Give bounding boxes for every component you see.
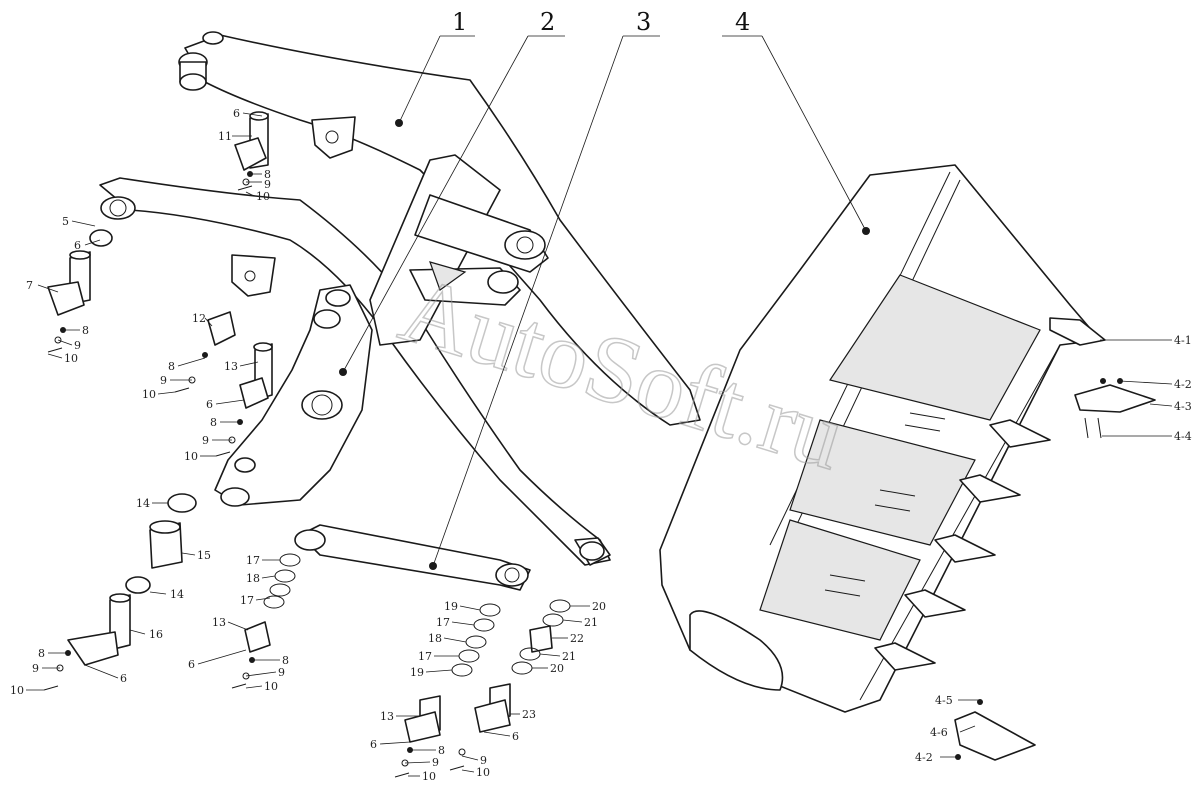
svg-text:8: 8 — [82, 324, 89, 337]
svg-text:19: 19 — [444, 600, 458, 613]
svg-text:4-4: 4-4 — [1174, 430, 1192, 443]
svg-text:8: 8 — [210, 416, 217, 429]
callout-4: 4 — [722, 8, 867, 232]
svg-text:9: 9 — [32, 662, 39, 675]
svg-text:14: 14 — [136, 497, 150, 510]
svg-text:14: 14 — [170, 588, 184, 601]
svg-text:10: 10 — [64, 352, 78, 365]
svg-text:16: 16 — [149, 628, 163, 641]
svg-text:12: 12 — [192, 312, 206, 325]
svg-text:10: 10 — [142, 388, 156, 401]
svg-text:23: 23 — [522, 708, 536, 721]
svg-text:9: 9 — [432, 756, 439, 769]
pin-14-15-16-group — [43, 493, 197, 691]
svg-text:6: 6 — [120, 672, 127, 685]
callout-1: 1 — [398, 8, 475, 124]
svg-text:8: 8 — [438, 744, 445, 757]
callout-2: 2 — [342, 8, 565, 373]
svg-text:4-2: 4-2 — [1174, 378, 1192, 391]
svg-text:8: 8 — [168, 360, 175, 373]
washers-17-19-middle — [394, 603, 501, 778]
bucket — [659, 164, 1106, 713]
svg-text:8: 8 — [38, 647, 45, 660]
svg-text:9: 9 — [74, 339, 81, 352]
svg-text:8: 8 — [264, 168, 271, 181]
svg-text:6: 6 — [512, 730, 519, 743]
tooth-assembly-top — [1074, 378, 1156, 439]
svg-text:22: 22 — [570, 632, 584, 645]
svg-text:4-3: 4-3 — [1174, 400, 1192, 413]
svg-text:6: 6 — [206, 398, 213, 411]
svg-text:8: 8 — [282, 654, 289, 667]
part-callouts: 6 11 8 9 10 5 6 7 8 9 10 12 8 9 10 13 6 … — [10, 107, 1192, 783]
svg-text:20: 20 — [592, 600, 606, 613]
svg-text:6: 6 — [233, 107, 240, 120]
svg-text:9: 9 — [202, 434, 209, 447]
pin-7-group — [47, 229, 113, 353]
washers-17-18-left — [231, 553, 301, 689]
callout-3: 3 — [432, 8, 660, 567]
svg-text:15: 15 — [197, 549, 211, 562]
svg-text:17: 17 — [436, 616, 450, 629]
svg-text:10: 10 — [10, 684, 24, 697]
svg-text:10: 10 — [476, 766, 490, 779]
bell-crank — [214, 284, 373, 507]
svg-text:4-5: 4-5 — [935, 694, 953, 707]
pin-11 — [234, 111, 269, 191]
svg-text:9: 9 — [160, 374, 167, 387]
svg-text:9: 9 — [278, 666, 285, 679]
pin-12-13-group — [174, 311, 273, 457]
tooth-assembly-bottom — [954, 699, 1036, 761]
svg-text:10: 10 — [264, 680, 278, 693]
svg-text:18: 18 — [246, 572, 260, 585]
svg-text:4-1: 4-1 — [1174, 334, 1192, 347]
svg-text:9: 9 — [480, 754, 487, 767]
svg-text:6: 6 — [74, 239, 81, 252]
svg-text:13: 13 — [380, 710, 394, 723]
tie-link — [294, 524, 611, 591]
svg-text:11: 11 — [218, 130, 232, 143]
svg-text:9: 9 — [264, 178, 271, 191]
svg-text:17: 17 — [246, 554, 260, 567]
svg-text:2: 2 — [540, 8, 555, 36]
svg-text:6: 6 — [188, 658, 195, 671]
svg-text:10: 10 — [256, 190, 270, 203]
boom-arm-upper — [178, 31, 701, 426]
svg-text:18: 18 — [428, 632, 442, 645]
washers-20-22-right — [449, 599, 571, 771]
svg-text:3: 3 — [636, 8, 651, 36]
svg-text:17: 17 — [418, 650, 432, 663]
svg-text:13: 13 — [212, 616, 226, 629]
svg-text:4-6: 4-6 — [930, 726, 948, 739]
svg-text:1: 1 — [452, 8, 467, 36]
svg-text:20: 20 — [550, 662, 564, 675]
svg-text:5: 5 — [62, 215, 69, 228]
svg-text:4-2: 4-2 — [915, 751, 933, 764]
svg-text:17: 17 — [240, 594, 254, 607]
boom-cross-tube — [369, 154, 549, 346]
svg-text:21: 21 — [584, 616, 598, 629]
svg-text:10: 10 — [422, 770, 436, 783]
svg-text:19: 19 — [410, 666, 424, 679]
svg-text:4: 4 — [735, 8, 750, 36]
svg-text:10: 10 — [184, 450, 198, 463]
svg-text:13: 13 — [224, 360, 238, 373]
svg-text:21: 21 — [562, 650, 576, 663]
svg-text:7: 7 — [26, 279, 33, 292]
svg-text:6: 6 — [370, 738, 377, 751]
